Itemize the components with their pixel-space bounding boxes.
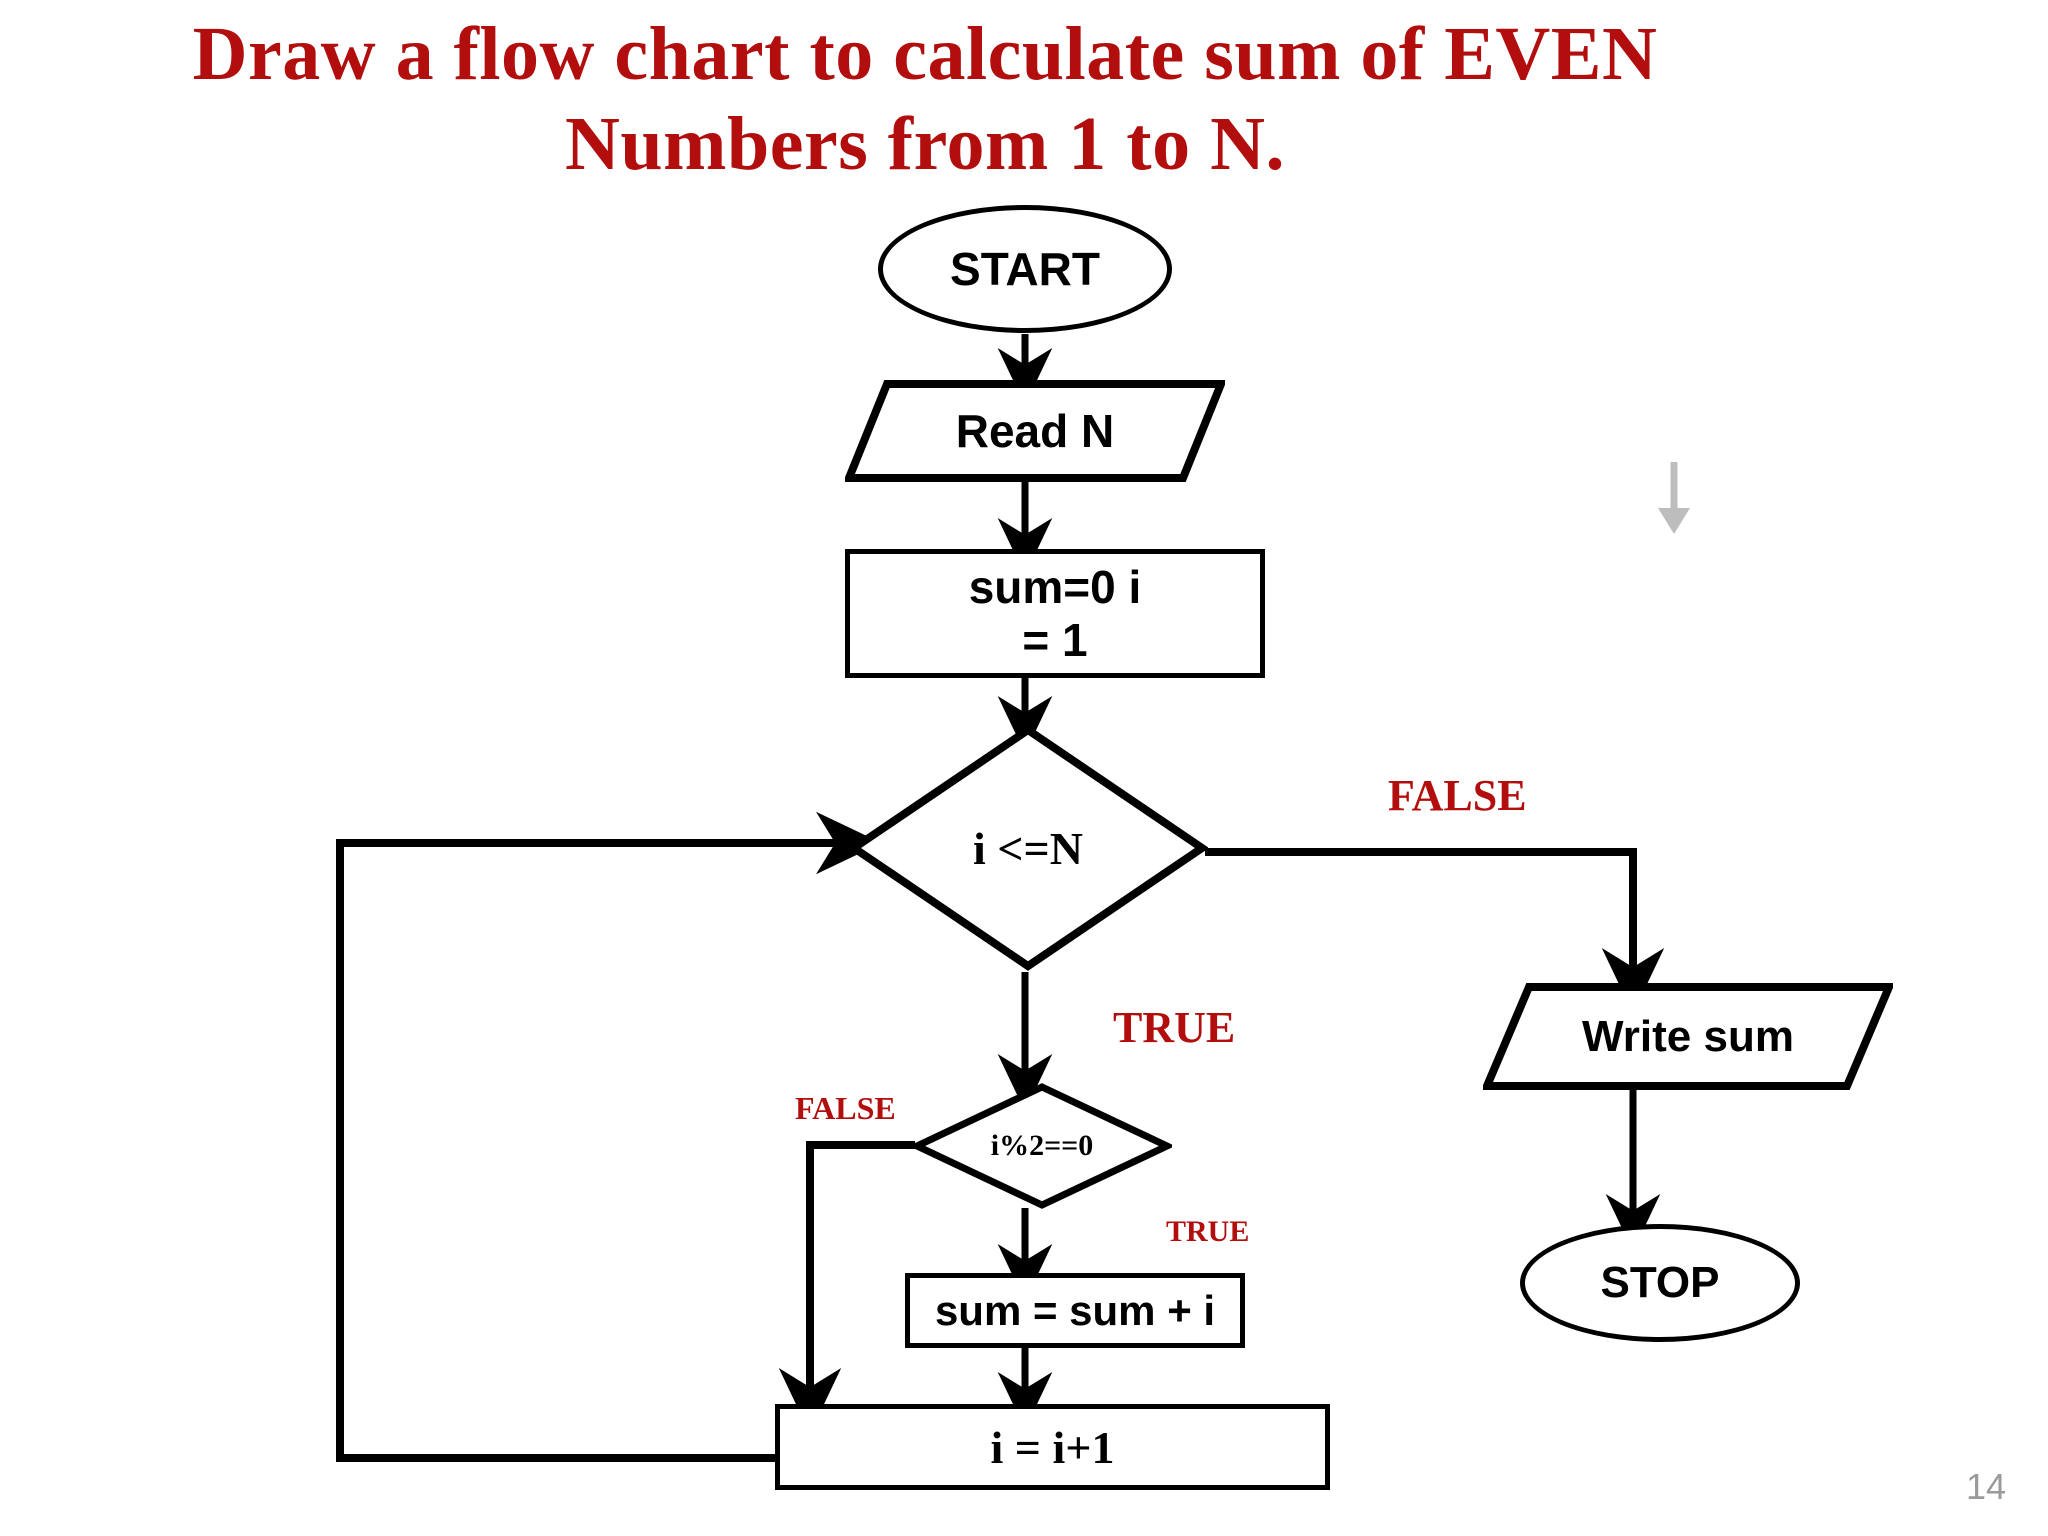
branch-label-loop-false: FALSE bbox=[1388, 771, 1527, 820]
node-start[interactable]: START bbox=[878, 205, 1172, 333]
node-increment-label: i = i+1 bbox=[990, 1421, 1115, 1473]
node-stop[interactable]: STOP bbox=[1520, 1224, 1800, 1342]
node-start-label: START bbox=[950, 243, 1100, 295]
edge-increment-loopback-to-cond bbox=[336, 811, 882, 1462]
node-write-sum[interactable]: Write sum bbox=[1483, 983, 1893, 1090]
node-decision-loop[interactable]: i <=N bbox=[848, 724, 1208, 972]
page-number: 14 bbox=[1965, 1466, 2006, 1507]
node-init[interactable]: sum=0 i = 1 bbox=[845, 549, 1265, 678]
node-decision-even[interactable]: i%2==0 bbox=[912, 1082, 1172, 1210]
node-write-sum-label: Write sum bbox=[1582, 1011, 1794, 1061]
branch-label-even-true: TRUE bbox=[1166, 1215, 1250, 1248]
edge-cond-false-to-write bbox=[1205, 848, 1665, 1014]
down-arrow-icon bbox=[1650, 460, 1698, 545]
node-read-n[interactable]: Read N bbox=[845, 380, 1225, 482]
branch-label-even-false: FALSE bbox=[795, 1090, 896, 1126]
node-read-n-label: Read N bbox=[955, 405, 1115, 457]
node-increment[interactable]: i = i+1 bbox=[775, 1404, 1330, 1490]
node-accumulate-label: sum = sum + i bbox=[934, 1286, 1216, 1334]
node-stop-label: STOP bbox=[1600, 1258, 1720, 1307]
node-decision-loop-label: i <=N bbox=[973, 822, 1083, 874]
branch-label-loop-true: TRUE bbox=[1113, 1003, 1236, 1052]
node-decision-even-label: i%2==0 bbox=[990, 1129, 1094, 1162]
node-init-label: sum=0 i = 1 bbox=[968, 560, 1142, 666]
edge-even-false-to-increment bbox=[778, 1141, 915, 1434]
page-title: Draw a flow chart to calculate sum of EV… bbox=[192, 12, 1677, 186]
node-accumulate[interactable]: sum = sum + i bbox=[905, 1273, 1245, 1348]
